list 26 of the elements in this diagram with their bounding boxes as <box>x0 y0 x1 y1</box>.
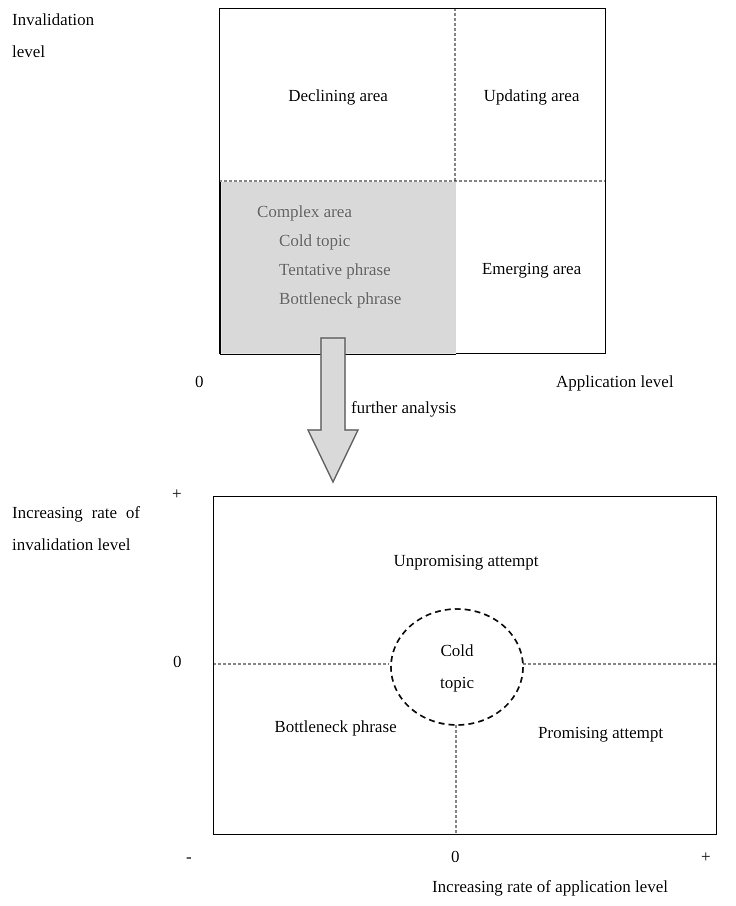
circle-label: Cold topic <box>439 640 475 694</box>
quadrant-label: Declining area <box>288 86 388 106</box>
quadrant-label: Emerging area <box>482 258 582 278</box>
axis-title: Increasing rate of application level <box>432 877 668 897</box>
axis-tick: 0 <box>173 652 182 672</box>
area-title: Complex area <box>257 202 352 222</box>
quadrant-label: Promising attempt <box>538 723 664 743</box>
axis-tick: + <box>172 484 182 504</box>
category-label: Cold topic <box>279 231 350 251</box>
axis-title: Increasing rate of invalidation level <box>12 502 140 556</box>
quadrant-label: Unpromising attempt <box>394 550 538 571</box>
quadrant-frame <box>213 496 717 835</box>
quadrant-label: Updating area <box>484 86 580 106</box>
axis-tick: 0 <box>451 847 460 867</box>
axis-tick: + <box>701 847 711 867</box>
block-arrow <box>306 337 360 484</box>
category-label: Tentative phrase <box>279 260 391 280</box>
shaded-quadrant <box>220 182 456 355</box>
axis-title: Invalidation level <box>12 9 92 63</box>
category-label: Bottleneck phrase <box>279 289 402 309</box>
axis-tick: - <box>186 847 192 867</box>
axis-tick: 0 <box>195 372 204 392</box>
quadrant-label: Bottleneck phrase <box>274 717 397 737</box>
quadrant-frame <box>219 8 606 354</box>
edge-label: further analysis <box>349 398 458 418</box>
axis-title: Application level <box>556 372 674 392</box>
